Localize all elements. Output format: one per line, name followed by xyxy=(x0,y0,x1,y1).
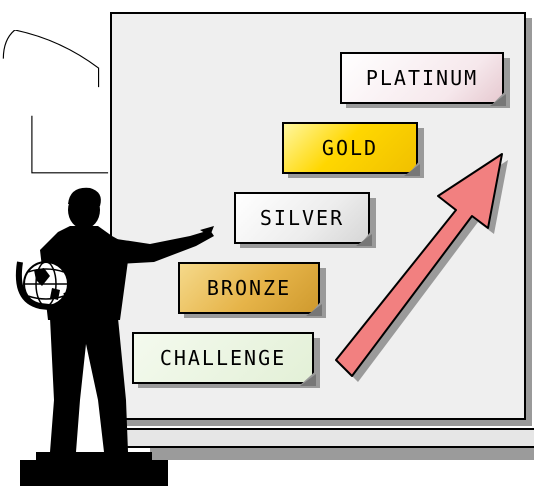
callout-frame xyxy=(2,30,109,174)
upward-arrow-icon xyxy=(335,153,508,382)
level-bronze-label: BRONZE xyxy=(206,276,292,300)
board-tray-shadow xyxy=(150,448,534,460)
businessman-pointing-icon xyxy=(20,187,214,486)
level-silver-label: SILVER xyxy=(259,206,345,230)
level-platinum-label: PLATINUM xyxy=(365,66,479,90)
globe-icon xyxy=(16,261,70,312)
level-gold-label: GOLD xyxy=(321,136,379,160)
level-challenge-label: CHALLENGE xyxy=(159,346,287,370)
level-bronze: BRONZE xyxy=(178,262,320,314)
level-gold: GOLD xyxy=(282,122,418,174)
level-platinum: PLATINUM xyxy=(340,52,504,104)
level-silver: SILVER xyxy=(234,192,370,244)
level-challenge: CHALLENGE xyxy=(132,332,314,384)
